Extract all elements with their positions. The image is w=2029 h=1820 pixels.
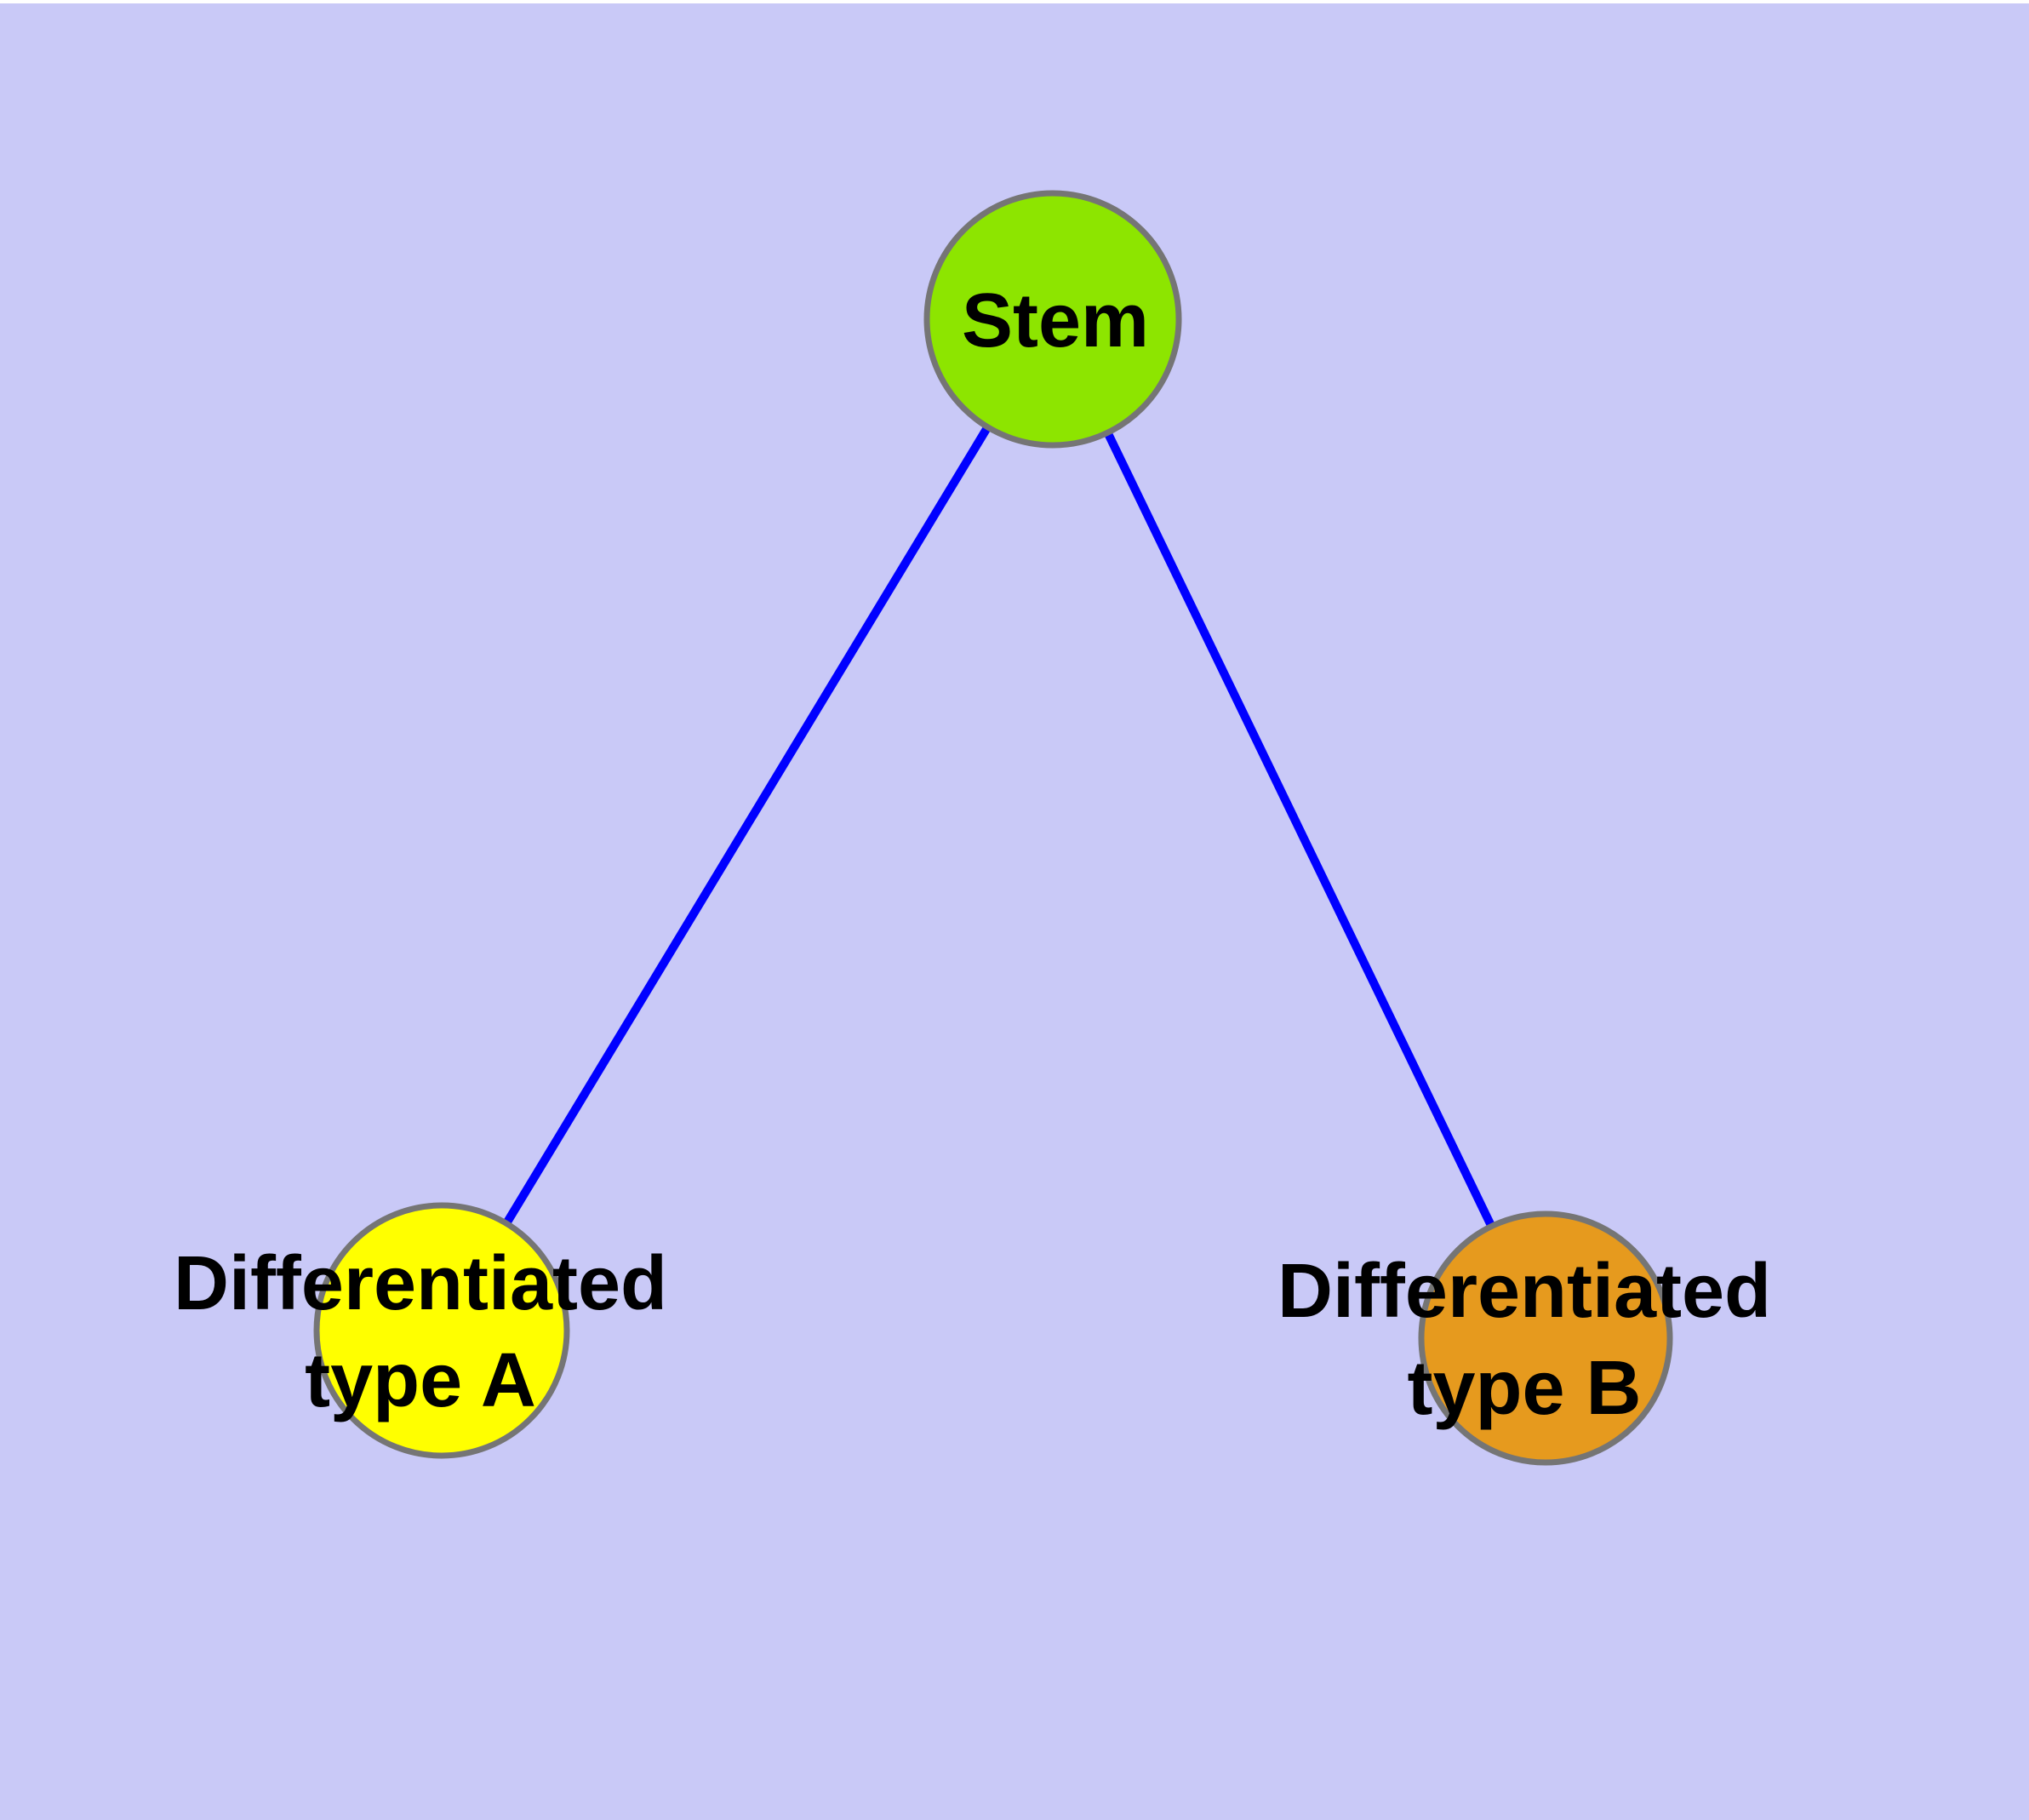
node-stem-circle [923, 190, 1182, 449]
node-diff-b-label-line-1: Differentiated [1277, 1249, 1771, 1334]
node-diff-a-label-line-1: Differentiated [174, 1241, 667, 1326]
edge-stem-diff-b [1049, 317, 1550, 1341]
node-diff-b-circle [1418, 1210, 1673, 1466]
edge-stem-diff-a [437, 317, 1057, 1333]
node-diff-b-label-line-2: type B [1407, 1346, 1641, 1431]
top-margin-strip [0, 0, 2029, 3]
node-stem-label-line-1: Stem [962, 278, 1149, 363]
node-diff-a-circle [313, 1202, 570, 1459]
node-diff-a-label-line-2: type A [305, 1338, 536, 1423]
